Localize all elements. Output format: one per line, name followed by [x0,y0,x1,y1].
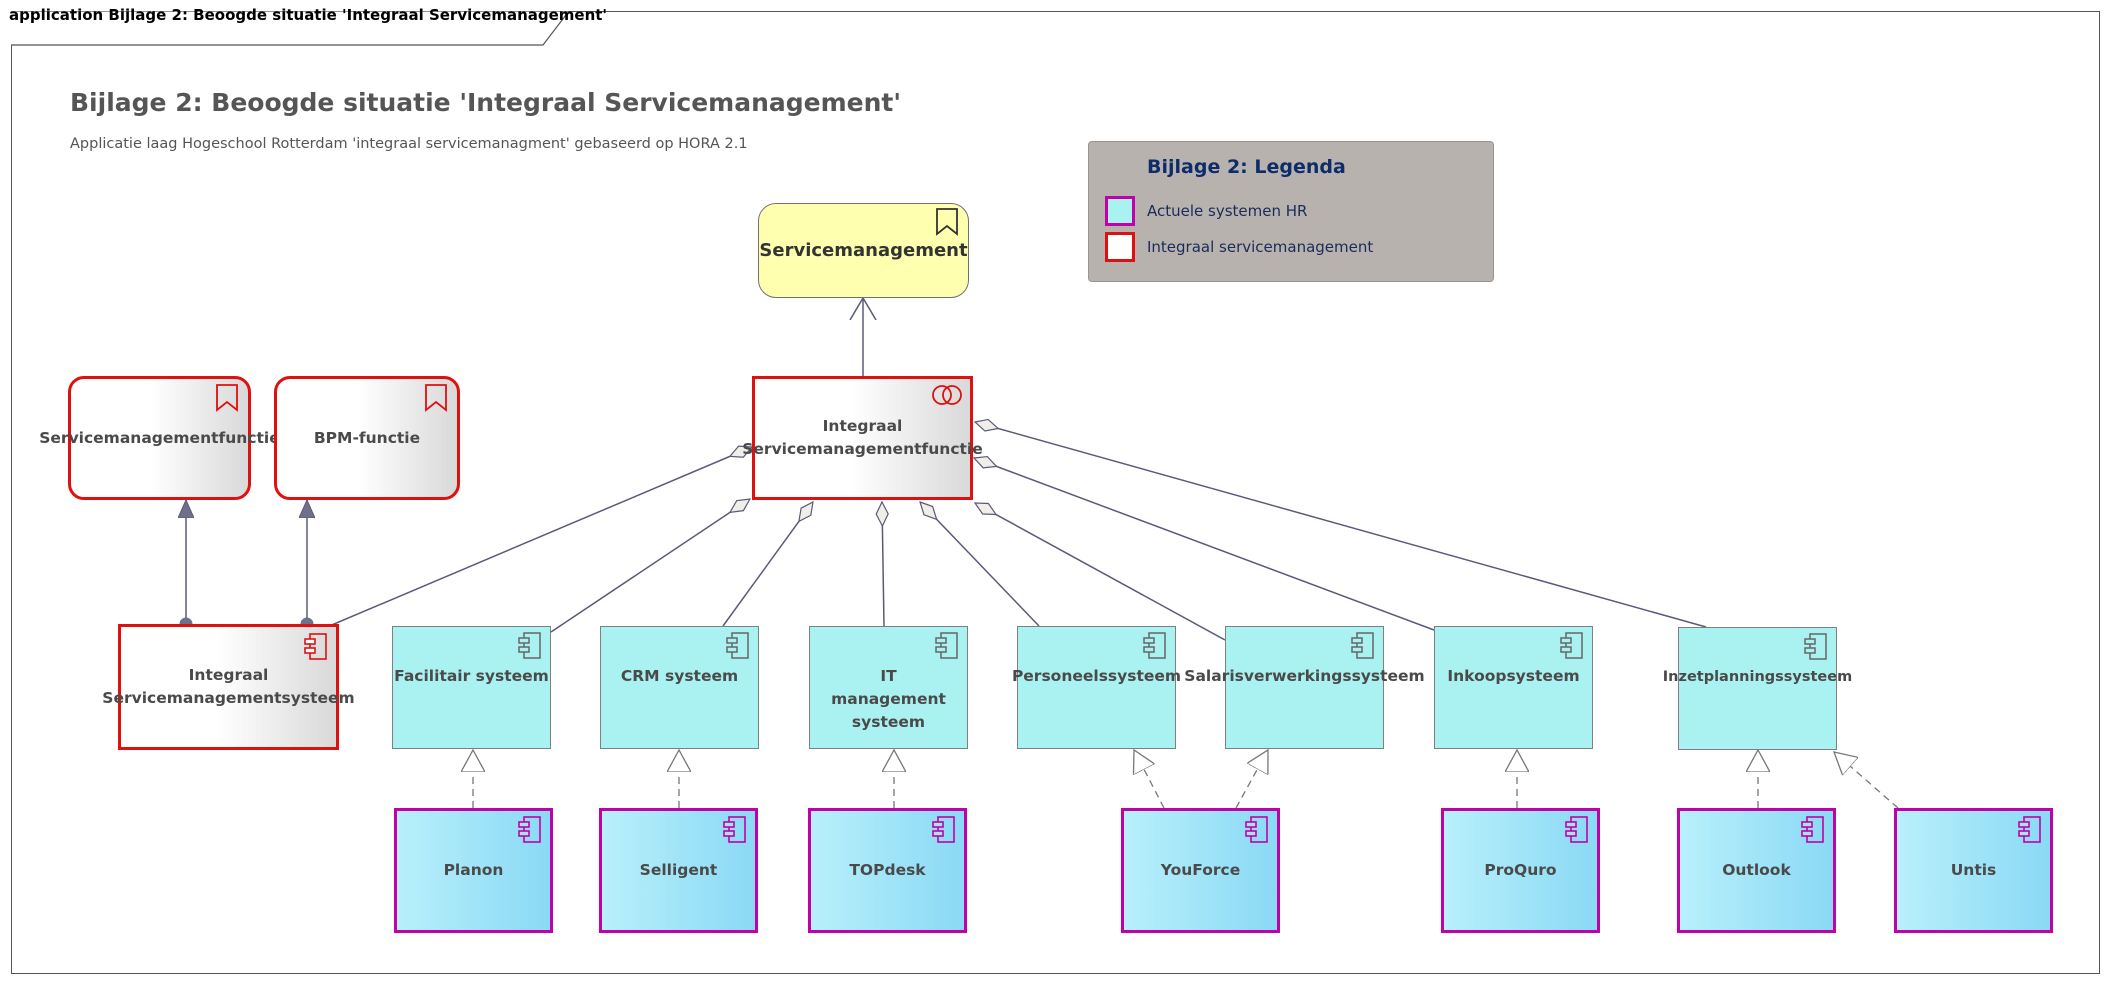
component-selligent[interactable]: Selligent [599,808,758,933]
legend: Bijlage 2: Legenda Actuele systemen HR I… [1088,141,1494,282]
aggregation-connector [974,458,1435,631]
diagram-frame [11,11,2100,974]
realization-connector [1134,750,1165,809]
component-icon [726,632,749,659]
interface-integraal-servicemanagementfunctie[interactable]: Integraal Servicemanagementfunctie [742,376,983,500]
legend-swatch-isms [1105,232,1135,262]
element-label-line1: Integraal [822,417,903,435]
component-youforce[interactable]: YouForce [1121,808,1280,933]
aggregation-connector [882,502,884,627]
element-label: Selligent [639,861,718,879]
element-label: Inzetplanningssysteem [1662,669,1853,685]
element-label: Facilitair systeem [394,667,549,685]
component-icon [1560,632,1583,659]
element-label: Salarisverwerkingssysteem [1184,667,1425,685]
component-icon [518,816,541,843]
aggregation-connector [722,502,813,627]
diagram-subtitle: Applicatie laag Hogeschool Rotterdam 'in… [70,136,748,152]
component-topdesk[interactable]: TOPdesk [808,808,967,933]
legend-title: Bijlage 2: Legenda [1147,156,1346,178]
element-label: TOPdesk [849,861,926,879]
interface-circles-icon [932,385,962,405]
element-label: Servicemanagementfunctie [39,428,280,447]
component-integraal-servicemanagementsysteem[interactable]: Integraal Servicemanagementsysteem [102,624,355,750]
component-outlook[interactable]: Outlook [1677,808,1836,933]
component-inkoopsysteem[interactable]: Inkoopsysteem [1434,626,1593,749]
component-icon [932,816,955,843]
element-label-line2: Servicemanagementfunctie [742,440,983,458]
component-icon [1565,816,1588,843]
element-label: Planon [443,861,504,879]
component-icon [935,632,958,659]
aggregation-connector [326,447,752,628]
aggregation-connector [920,502,1040,627]
element-label: Untis [1950,861,1997,879]
bookmark-icon [936,208,958,236]
component-crm-systeem[interactable]: CRM systeem [600,626,759,749]
component-salarisverwerkingssysteem[interactable]: Salarisverwerkingssysteem [1184,626,1425,749]
element-label: YouForce [1160,861,1241,879]
function-bpm[interactable]: BPM-functie [274,376,460,500]
element-label: Servicemanagement [759,240,968,261]
diagram-title: Bijlage 2: Beoogde situatie 'Integraal S… [70,88,902,117]
component-icon [304,633,327,660]
frame-tab [11,11,570,46]
function-servicemanagementfunctie[interactable]: Servicemanagementfunctie [39,376,280,500]
component-facilitair-systeem[interactable]: Facilitair systeem [392,626,551,749]
element-label: Personeelssysteem [1011,667,1182,685]
component-icon [1143,632,1166,659]
component-untis[interactable]: Untis [1894,808,2053,933]
element-label: ProQuro [1484,861,1557,879]
component-icon [518,632,541,659]
element-label: CRM systeem [620,667,739,685]
legend-label: Integraal servicemanagement [1147,238,1374,256]
component-inzetplanningssysteem[interactable]: Inzetplanningssysteem [1663,627,1852,750]
bookmark-icon [216,384,238,412]
component-proquro[interactable]: ProQuro [1441,808,1600,933]
component-it-management-systeem[interactable]: IT management systeem [809,626,968,749]
element-label-line2: Servicemanagementsysteem [102,689,355,707]
component-personeelssysteem[interactable]: Personeelssysteem [1012,626,1181,749]
aggregation-connector [975,502,1226,641]
element-label: Inkoopsysteem [1447,667,1580,685]
component-icon [1804,633,1827,660]
element-label: IT management systeem [831,667,946,731]
bookmark-icon [425,384,447,412]
business-service-servicemanagement[interactable]: Servicemanagement [758,203,969,298]
realization-connector [1235,750,1268,809]
legend-label: Actuele systemen HR [1147,202,1308,220]
legend-swatch-hr [1105,196,1135,226]
aggregation-connector [975,422,1707,628]
component-icon [1245,816,1268,843]
component-icon [1351,632,1374,659]
realization-connector [1834,752,1899,809]
component-planon[interactable]: Planon [394,808,553,933]
component-icon [723,816,746,843]
element-label: BPM-functie [313,428,421,447]
aggregation-connector [550,499,750,633]
element-label: Outlook [1722,861,1791,879]
element-label-line1: Integraal [188,666,269,684]
component-icon [2018,816,2041,843]
frame-tab-label: application Bijlage 2: Beoogde situatie … [9,6,608,24]
component-icon [1801,816,1824,843]
